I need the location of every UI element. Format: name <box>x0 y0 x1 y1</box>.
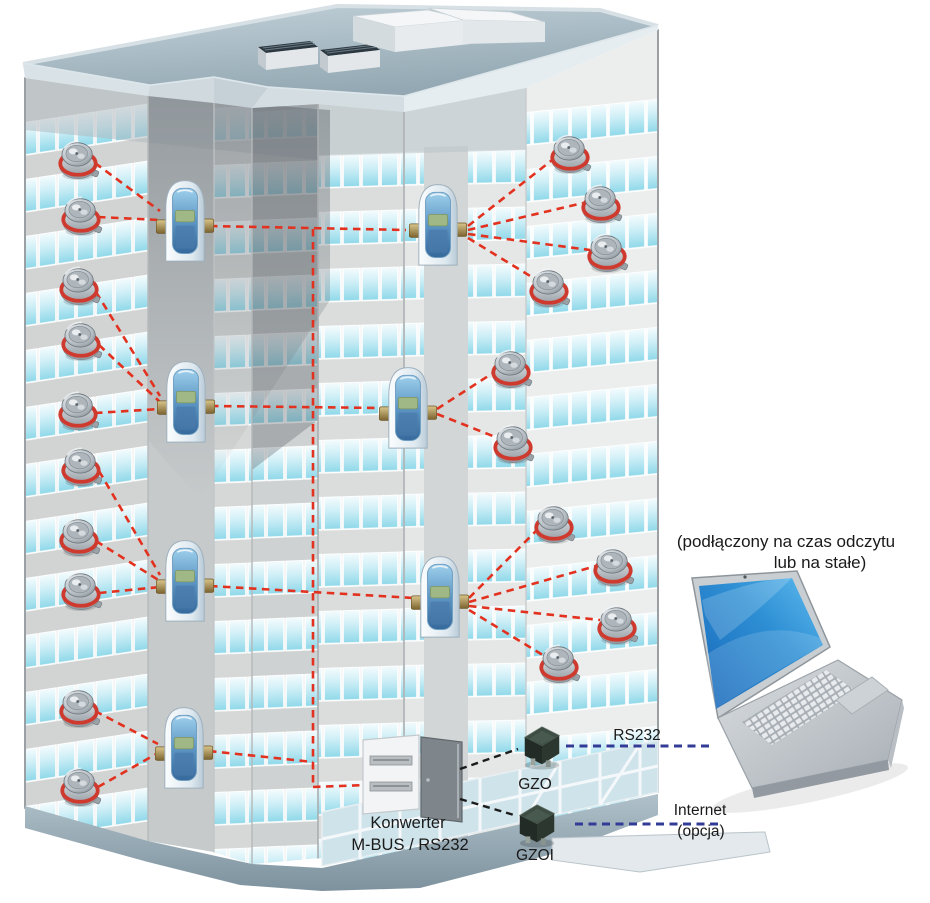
laptop <box>691 570 908 813</box>
facade-right-windows-b <box>468 145 526 845</box>
radio-link <box>436 412 499 440</box>
screen-swoosh <box>699 630 823 709</box>
parapet-fascia <box>148 78 214 103</box>
mbus-line <box>209 584 415 600</box>
cable-links <box>459 747 519 817</box>
converter-gzoi-cable <box>459 797 515 817</box>
parapet-fascia <box>214 78 268 108</box>
radio-link <box>98 344 161 403</box>
labels: (podłączony na czas odczytu lub na stałe… <box>351 532 895 864</box>
radio-link <box>94 407 161 415</box>
mbus-line <box>209 224 407 232</box>
radio-link <box>467 155 557 228</box>
laptop-base-edge <box>752 760 889 798</box>
internet-option-label: (opcja) <box>677 823 724 840</box>
radio-link <box>97 470 162 576</box>
converter-label-line2: M-BUS / RS232 <box>351 836 468 854</box>
radio-link <box>467 236 541 284</box>
laptop-trackpad <box>835 676 889 715</box>
roof <box>22 3 659 112</box>
laptop-screen <box>699 578 823 709</box>
radio-link <box>97 751 159 789</box>
laptop-note-line1: (podłączony na czas odczytu <box>677 532 895 551</box>
radio-link <box>468 608 547 659</box>
mbus-line <box>210 404 385 410</box>
radio-link <box>94 161 161 213</box>
rs232-label: RS232 <box>613 727 660 744</box>
rooftop-penthouse <box>352 7 546 52</box>
gzoi-label: GZOI <box>516 847 554 864</box>
facade-edges <box>24 29 659 865</box>
gzo-label: GZO <box>518 776 552 793</box>
radio-link <box>468 604 601 622</box>
radio-link <box>94 291 162 397</box>
mbus-line <box>312 783 367 789</box>
radio-link <box>468 564 597 604</box>
converter-cabinet <box>362 734 463 823</box>
parapet-fascia <box>252 88 404 112</box>
facade-right-windows-a <box>404 148 424 862</box>
radio-link <box>468 524 543 599</box>
entrance-glazing <box>321 739 659 867</box>
radio-link <box>436 369 497 411</box>
laptop-base-side <box>888 700 904 768</box>
internet-label: Internet <box>674 802 727 819</box>
radio-link <box>94 709 159 746</box>
webcam-icon <box>743 575 747 579</box>
radio-link <box>97 215 161 222</box>
serial-links <box>566 744 722 826</box>
converter-label-line1: Konwerter <box>370 814 446 832</box>
converter-gzo-cable <box>459 747 519 771</box>
mbus-line <box>208 749 314 764</box>
cabinet-door <box>420 736 463 823</box>
facade-right-pier <box>424 146 468 857</box>
glazing-mullions <box>321 743 659 858</box>
column-shadow <box>252 104 318 470</box>
parapet-fascia <box>23 64 150 96</box>
radio-link <box>98 585 161 595</box>
podium-slab <box>551 831 771 873</box>
laptop-note-line2: lub na stałe) <box>774 553 867 572</box>
radio-link <box>467 201 584 232</box>
rooftop-ac-units <box>258 41 380 73</box>
parapet-fascia <box>404 26 658 112</box>
building-base <box>25 794 658 891</box>
roof-back-rim <box>22 3 659 66</box>
laptop-keys <box>742 670 856 745</box>
radio-links <box>94 155 601 789</box>
screen-swoosh <box>702 578 792 640</box>
facade-center-windows <box>318 149 404 862</box>
